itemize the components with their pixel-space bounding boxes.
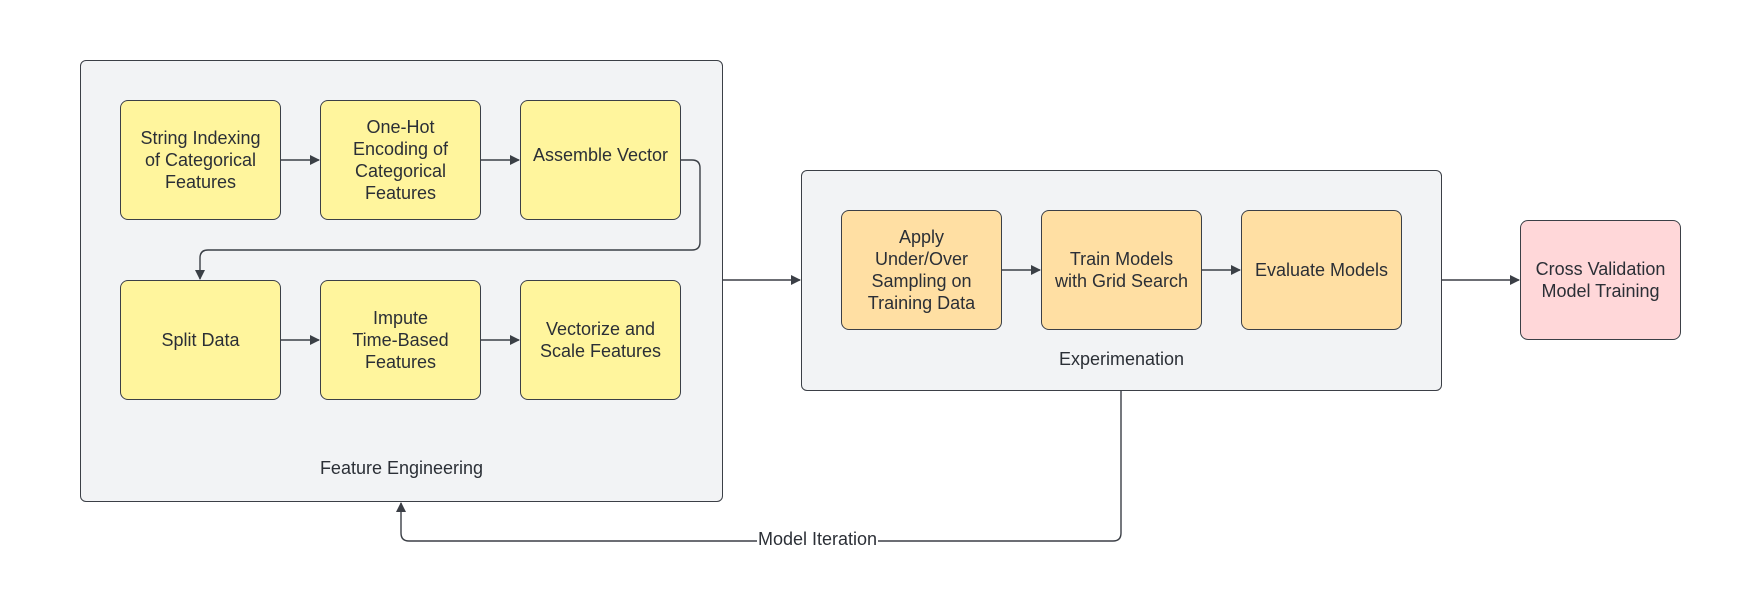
feature-engineering-label: Feature Engineering: [319, 458, 484, 478]
node-assemble-vector[interactable]: Assemble Vector: [520, 100, 681, 220]
node-split-data[interactable]: Split Data: [120, 280, 281, 400]
node-sampling[interactable]: Apply Under/Over Sampling on Training Da…: [841, 210, 1002, 330]
node-cross-validation[interactable]: Cross Validation Model Training: [1520, 220, 1681, 340]
model-iteration-label: Model Iteration: [757, 529, 879, 549]
node-train-models[interactable]: Train Models with Grid Search: [1041, 210, 1202, 330]
node-one-hot-encoding[interactable]: One-Hot Encoding of Categorical Features: [320, 100, 481, 220]
node-evaluate-models[interactable]: Evaluate Models: [1241, 210, 1402, 330]
node-string-indexing[interactable]: String Indexing of Categorical Features: [120, 100, 281, 220]
node-vectorize-scale[interactable]: Vectorize and Scale Features: [520, 280, 681, 400]
node-impute-time-based[interactable]: Impute Time-Based Features: [320, 280, 481, 400]
experimentation-label: Experimenation: [1058, 349, 1185, 369]
